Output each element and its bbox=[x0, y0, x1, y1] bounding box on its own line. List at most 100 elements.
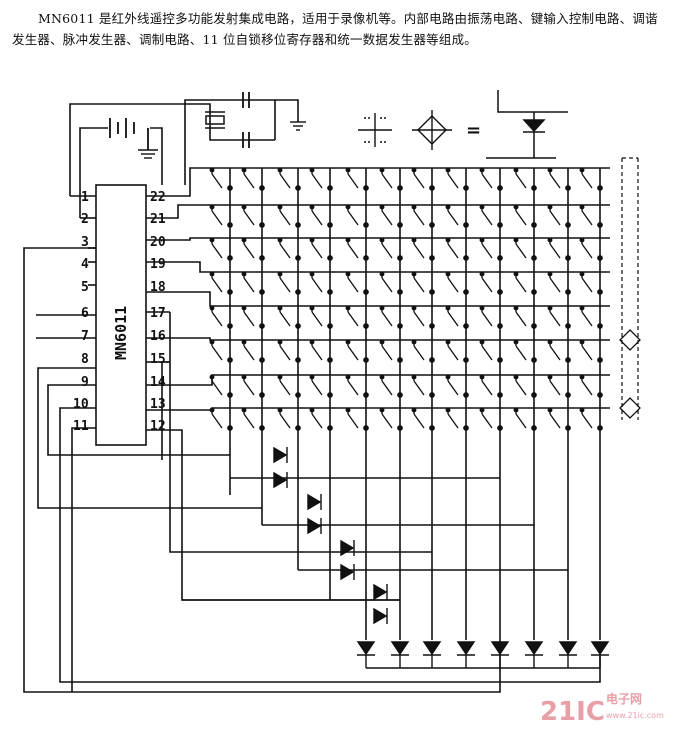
key-switch-icon bbox=[579, 167, 603, 191]
key-switch-icon bbox=[411, 271, 435, 295]
led-icon bbox=[619, 329, 641, 351]
pin-label: 1 bbox=[81, 190, 89, 205]
battery-icon bbox=[109, 118, 149, 150]
diode-icon bbox=[340, 563, 355, 581]
key-switch-icon bbox=[479, 305, 503, 329]
key-switch-icon bbox=[445, 204, 469, 228]
pin-label: 10 bbox=[73, 397, 89, 412]
key-switch-icon bbox=[209, 305, 233, 329]
key-switch-icon bbox=[412, 110, 452, 150]
key-switch-icon bbox=[209, 237, 233, 261]
key-switch-icon bbox=[345, 374, 369, 398]
key-switch-icon bbox=[513, 204, 537, 228]
right-pin-labels: 22 21 20 19 18 17 16 15 14 13 12 bbox=[150, 190, 166, 434]
key-switch-icon bbox=[241, 339, 265, 363]
pin-label: 12 bbox=[150, 419, 166, 434]
bottom-diode-row bbox=[356, 641, 610, 668]
key-switch-icon bbox=[445, 237, 469, 261]
key-switch-icon bbox=[411, 237, 435, 261]
key-switch-icon bbox=[547, 339, 571, 363]
key-switch-icon bbox=[309, 305, 333, 329]
pin-label: 14 bbox=[150, 375, 166, 390]
key-switch-icon bbox=[241, 305, 265, 329]
key-switch-icon bbox=[379, 407, 403, 431]
key-switch-icon bbox=[513, 407, 537, 431]
key-switch-icon bbox=[579, 305, 603, 329]
key-switch-icon bbox=[479, 204, 503, 228]
key-switch-icon bbox=[241, 167, 265, 191]
watermark-url: www.21ic.com bbox=[606, 711, 664, 720]
diode-icon bbox=[340, 539, 355, 557]
key-switch-icon bbox=[345, 167, 369, 191]
key-switch-icon bbox=[277, 204, 301, 228]
key-switch-icon bbox=[547, 407, 571, 431]
pin-label: 19 bbox=[150, 257, 166, 272]
key-switch-icon bbox=[547, 204, 571, 228]
key-switch-icon bbox=[411, 407, 435, 431]
diode-icon bbox=[373, 583, 388, 601]
pin-label: 6 bbox=[81, 306, 89, 321]
key-switch-icon bbox=[479, 407, 503, 431]
key-switch-icon bbox=[513, 339, 537, 363]
diode-icon bbox=[524, 641, 544, 668]
key-switch-icon bbox=[445, 167, 469, 191]
key-switch-icon bbox=[379, 339, 403, 363]
key-switch-icon bbox=[209, 339, 233, 363]
key-switch-icon bbox=[209, 407, 233, 431]
diode-icon bbox=[422, 641, 442, 668]
key-switch-icon bbox=[277, 167, 301, 191]
key-switch-icon bbox=[309, 374, 333, 398]
key-switch-icon bbox=[411, 339, 435, 363]
chip-name: MN6011 bbox=[112, 306, 130, 360]
diode-icon bbox=[590, 641, 610, 668]
key-switch-icon bbox=[345, 339, 369, 363]
capacitor-icon bbox=[242, 92, 250, 148]
pin-label: 9 bbox=[81, 375, 89, 390]
key-switch-icon bbox=[445, 339, 469, 363]
pin-label: 2 bbox=[81, 212, 89, 227]
equals-sign: = bbox=[466, 120, 481, 141]
key-switch-icon bbox=[513, 271, 537, 295]
ground-icon bbox=[138, 149, 158, 159]
key-switch-icon bbox=[379, 305, 403, 329]
key-switch-icon bbox=[513, 374, 537, 398]
key-switch-icon bbox=[209, 374, 233, 398]
pin-label: 21 bbox=[150, 212, 166, 227]
key-switch-matrix bbox=[209, 167, 603, 431]
key-switch-icon bbox=[479, 374, 503, 398]
diode-icon bbox=[373, 607, 388, 625]
key-switch-icon bbox=[547, 167, 571, 191]
diode-icon bbox=[490, 641, 510, 668]
key-switch-icon bbox=[579, 204, 603, 228]
key-switch-icon bbox=[277, 339, 301, 363]
key-switch-icon bbox=[547, 237, 571, 261]
key-switch-icon bbox=[277, 237, 301, 261]
key-switch-icon bbox=[345, 204, 369, 228]
key-switch-icon bbox=[379, 237, 403, 261]
key-switch-icon bbox=[547, 374, 571, 398]
key-switch-icon bbox=[547, 305, 571, 329]
key-switch-icon bbox=[277, 407, 301, 431]
key-switch-icon bbox=[309, 204, 333, 228]
key-switch-icon bbox=[513, 237, 537, 261]
diode-icon bbox=[558, 641, 578, 668]
description-text: MN6011 是红外线遥控多功能发射集成电路，适用于录像机等。内部电路由振荡电路… bbox=[12, 11, 658, 47]
pin-label: 7 bbox=[81, 329, 89, 344]
diode-icon bbox=[307, 493, 322, 511]
key-switch-icon bbox=[209, 271, 233, 295]
key-switch-icon bbox=[445, 374, 469, 398]
key-switch-icon bbox=[345, 407, 369, 431]
key-switch-icon bbox=[579, 339, 603, 363]
key-switch-icon bbox=[241, 237, 265, 261]
pin-label: 8 bbox=[81, 352, 89, 367]
key-switch-icon bbox=[345, 237, 369, 261]
key-switch-icon bbox=[345, 271, 369, 295]
left-pin-labels: 1 2 3 4 5 6 7 8 9 10 11 bbox=[73, 190, 89, 434]
watermark-brand: 21IC bbox=[540, 697, 605, 727]
diode-icon bbox=[273, 446, 288, 464]
pin-label: 18 bbox=[150, 280, 166, 295]
diode-icon bbox=[390, 641, 410, 668]
connector-column bbox=[621, 157, 639, 420]
key-switch-icon bbox=[579, 374, 603, 398]
